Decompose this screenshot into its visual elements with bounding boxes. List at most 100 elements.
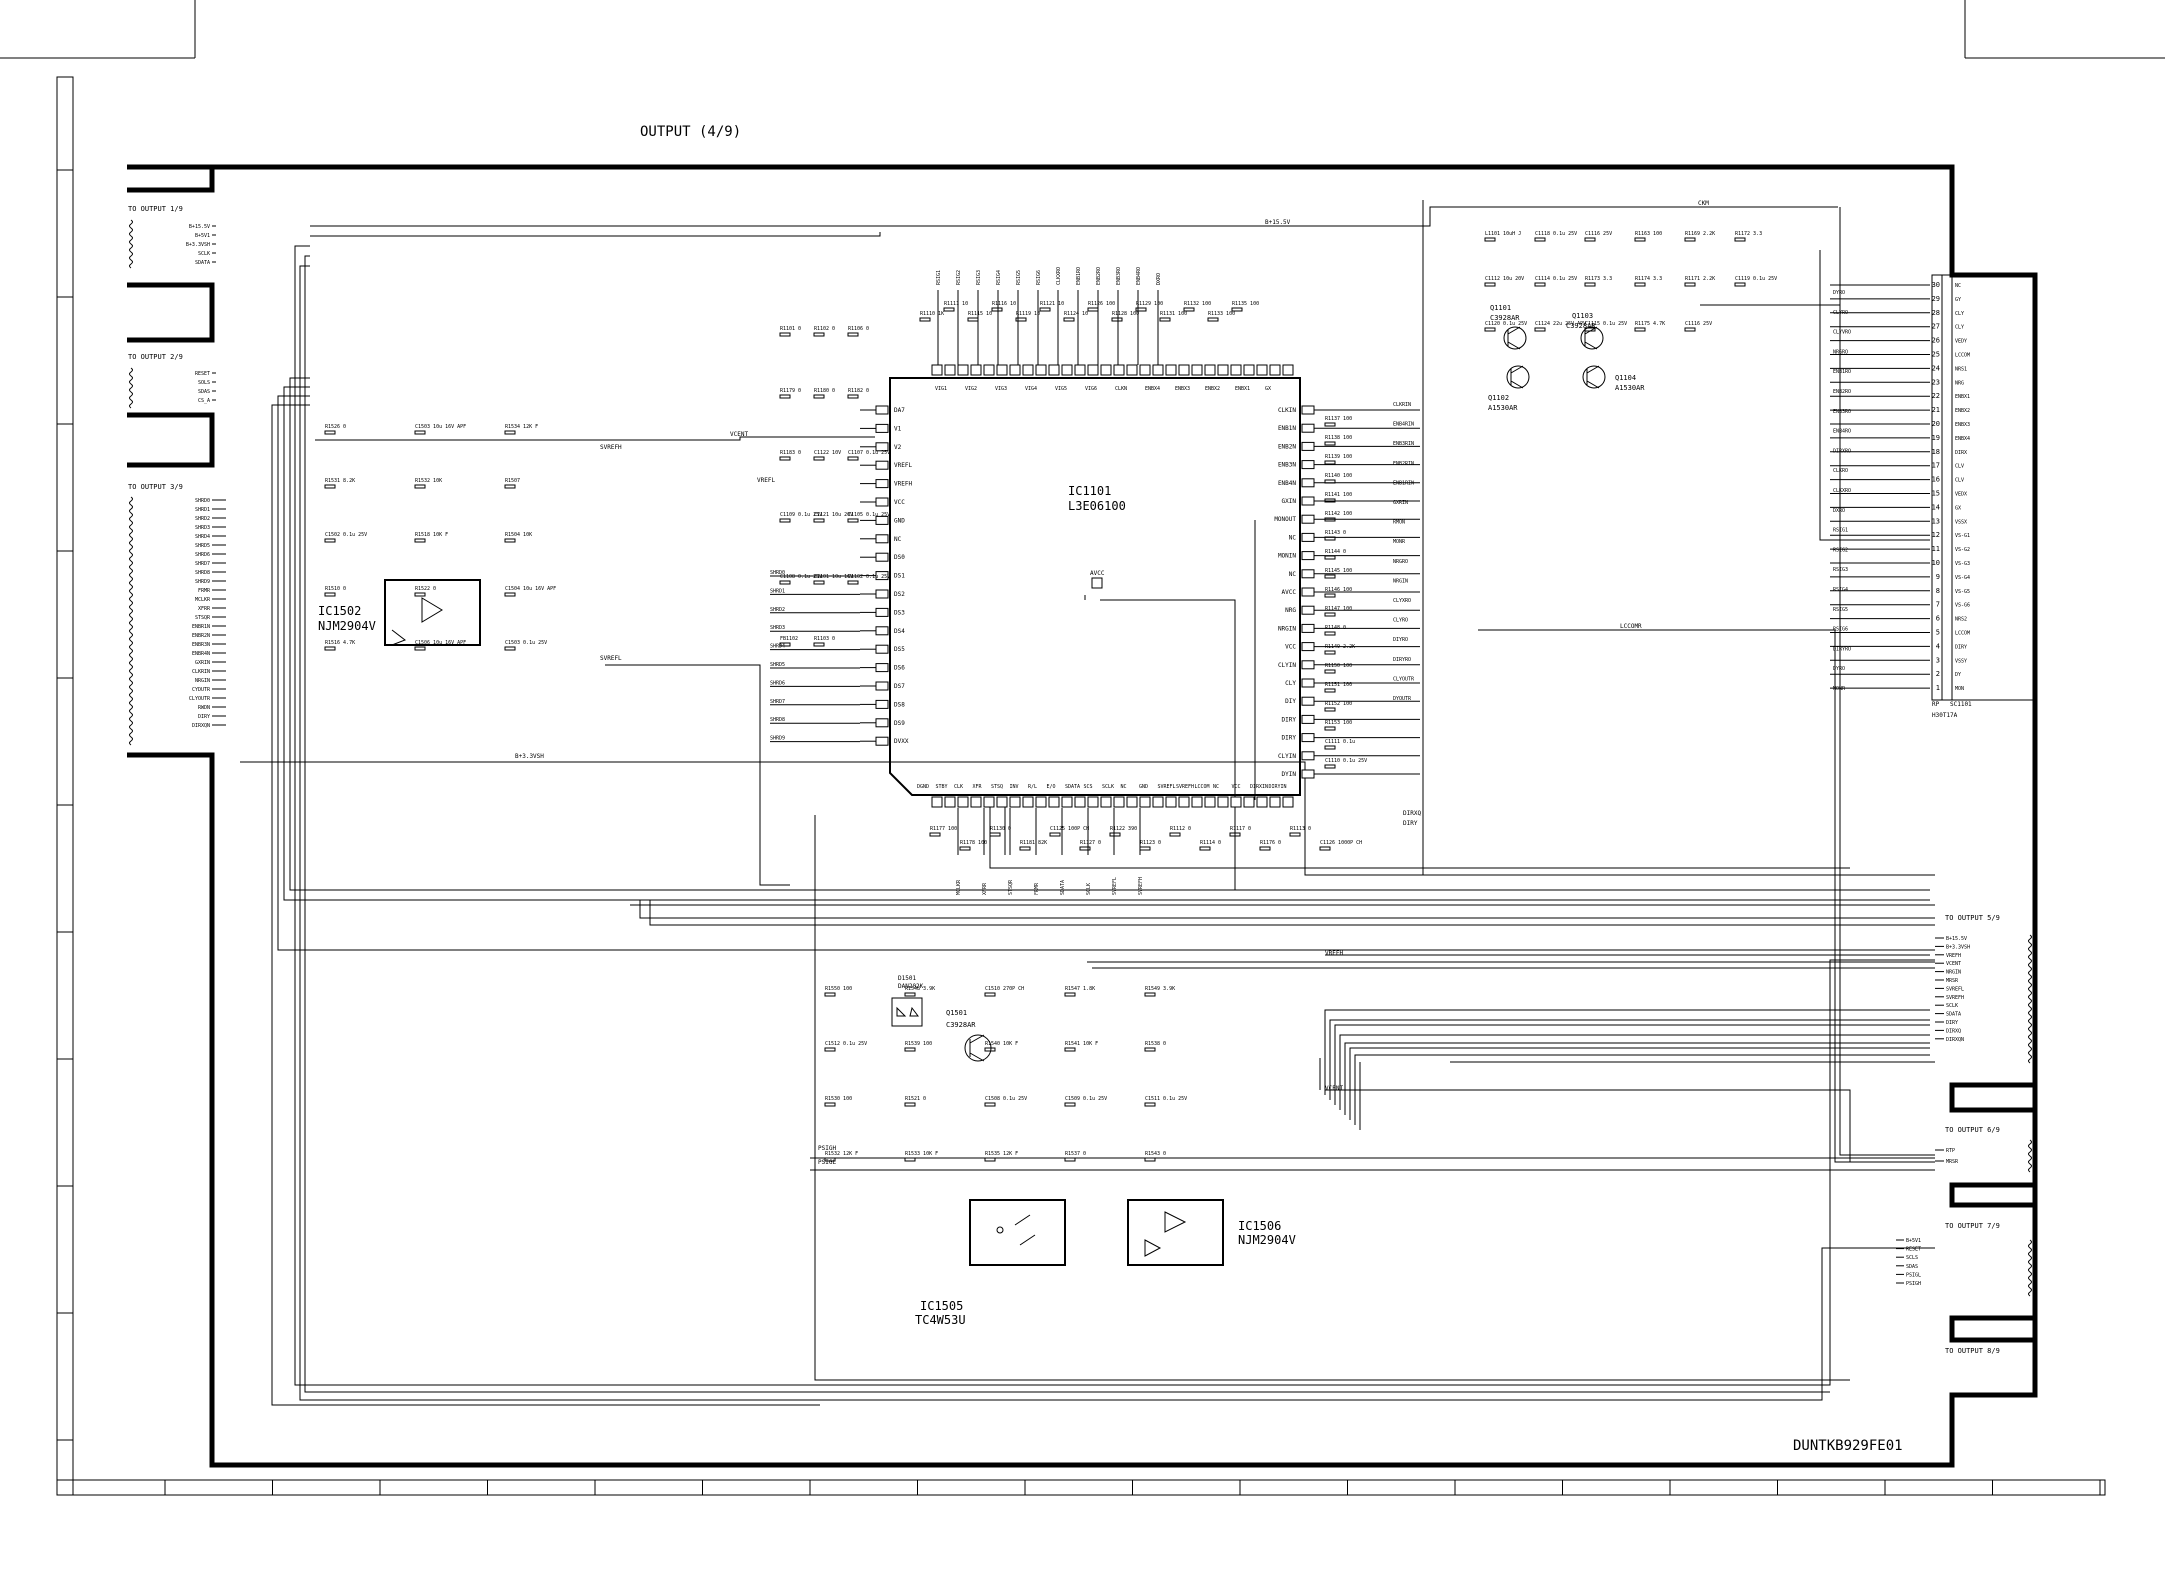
to-output-7-label: TO OUTPUT 7/9 [1945, 1222, 2000, 1230]
ic-part-label: R1128 100 [1112, 311, 1139, 317]
out5-signal-label: DIRY [1946, 1020, 1958, 1026]
left-part-label: C1503 10u 16V APF [415, 424, 466, 430]
q1501-part: C3928AR [946, 1021, 976, 1029]
out3-signal-label: SHRD7 [195, 561, 210, 567]
ic1101-left-pin: DS9 [894, 720, 905, 727]
net-psigh: PSIGH [818, 1145, 836, 1152]
ic1101-pin-box [1074, 364, 1086, 376]
ic1101-right-pin: GXIN [1282, 498, 1297, 505]
ic-part-label-symbol [779, 332, 791, 337]
ic1101-pin-box [1061, 796, 1073, 808]
ic-part-label: R1132 100 [1184, 301, 1211, 307]
sc-pin-number: 20 [1932, 420, 1940, 428]
out5-signal-label: SCLK [1946, 1003, 1958, 1009]
ic1101-pin-box [875, 736, 889, 746]
ic-part-label-symbol [1289, 832, 1301, 837]
left-part-label-symbol [414, 646, 426, 651]
ic1101-right-pin: AVCC [1282, 589, 1297, 596]
sc-pin-signal: VSSY [1955, 658, 1967, 664]
ic1101-bottom-pin: DGND [917, 784, 929, 790]
ic1505-part: TC4W53U [915, 1313, 966, 1327]
driver-part-label-symbol [1684, 282, 1696, 287]
ic-part-label-symbol [1324, 422, 1336, 427]
sc1101-rp: RP [1932, 701, 1940, 708]
out3-signal-label: CYDUTR [192, 687, 211, 693]
ic1101-top-pin: VIG1 [935, 386, 947, 392]
ic1101-pin-box [1126, 364, 1138, 376]
left-part-label-symbol [504, 646, 516, 651]
left-part-label-symbol [414, 592, 426, 597]
sc-pin-signal: NRG [1955, 380, 1964, 386]
ic-part-label-symbol [813, 642, 825, 647]
out1-signal-label: B+5V1 [195, 233, 210, 239]
ic1101-top-pin: VIG6 [1085, 386, 1097, 392]
ic1101-pin-box [1204, 796, 1216, 808]
net-b33: B+3.3VSH [515, 753, 544, 760]
sc-input-net: RSIG3 [1833, 567, 1848, 573]
out3-signal-label: SHRD6 [195, 552, 210, 558]
ic1101-right-net: ENB2RIN [1393, 461, 1414, 467]
sc1101-input-nets: DYROCLYROCLYVRONRGROENB1ROENB2ROENB3ROEN… [1833, 290, 1851, 692]
ic-part-label-symbol [1063, 317, 1075, 322]
ic-part-label-symbol [1324, 574, 1336, 579]
ic-part-label: R1142 100 [1325, 511, 1352, 517]
left-part-label: R1507 [505, 478, 520, 484]
board-notch-2 [127, 412, 215, 468]
out5-signal-label: SVREFL [1946, 986, 1964, 992]
ic-part-label-symbol [1324, 479, 1336, 484]
ic-part-label: C1121 10u 20V [814, 512, 853, 518]
out3-signal-label: SHRD4 [195, 534, 210, 540]
ic-part-label: R1126 100 [1088, 301, 1115, 307]
ic1506-chip: IC1506 NJM2904V [1127, 1199, 1296, 1266]
ic-part-label-symbol [847, 580, 859, 585]
ic-part-label: R1135 100 [1232, 301, 1259, 307]
sc-input-net: MONR [1833, 686, 1846, 692]
driver-part-label-symbol [1534, 237, 1546, 242]
sc-input-net: NRGRO [1833, 349, 1848, 355]
to-output-1-label: TO OUTPUT 1/9 [128, 205, 183, 213]
doc-code: DUNTKB929FE01 [1793, 1438, 1903, 1454]
sc-pin-number: 29 [1932, 295, 1940, 303]
bottom-part-label-symbol [824, 1157, 836, 1162]
out2-signal-label: CS_A [198, 398, 210, 404]
left-part-label: R1534 12K F [505, 424, 538, 430]
ic1101-pin-box [1061, 364, 1073, 376]
ic1101-pin-box [875, 405, 889, 415]
ic1101-pin-box [1301, 751, 1315, 761]
bottom-part-label-symbol [1064, 992, 1076, 997]
ic-part-label-symbol [813, 332, 825, 337]
ic1101-left-pin: DA7 [894, 407, 905, 414]
sc-input-net: DYRO [1833, 666, 1845, 672]
board-notch-r2 [1949, 1182, 2035, 1208]
ic-part-label: R1117 0 [1230, 826, 1251, 832]
to-output-5-label: TO OUTPUT 5/9 [1945, 914, 2000, 922]
left-part-label-symbol [324, 538, 336, 543]
ic1101-right-net: CLYRO [1393, 618, 1408, 624]
bottom-part-label: R1539 100 [905, 1041, 932, 1047]
ic1101-pin-box [1087, 364, 1099, 376]
driver-part-label-symbol [1734, 237, 1746, 242]
out5-signal-label: MRSR [1946, 978, 1959, 984]
driver-part-label: C1116 25V [1585, 231, 1612, 237]
left-part-label-symbol [324, 484, 336, 489]
driver-part-label-symbol [1734, 282, 1746, 287]
ic-part-label-symbol [1039, 307, 1051, 312]
left-part-label-symbol [324, 592, 336, 597]
ic1101-pin-box [931, 364, 943, 376]
ic1101-pin-box [875, 663, 889, 673]
ic-part-label: C1126 1000P CH [1320, 840, 1362, 846]
sc-pin-number: 4 [1936, 642, 1940, 650]
net-vcent-2: VCENT [1325, 1085, 1343, 1092]
ic1101-pin-box [1256, 796, 1268, 808]
ic-part-label: R1129 100 [1136, 301, 1163, 307]
ic1502-ref: IC1502 [318, 604, 361, 618]
out3-signal-label: CLKRIN [192, 669, 210, 675]
sc-pin-signal: DIRX [1955, 450, 1967, 456]
board-notch-1a [127, 167, 215, 193]
ic-part-label-symbol [1135, 307, 1147, 312]
ic-part-label: R1145 100 [1325, 568, 1352, 574]
sc-pin-number: 18 [1932, 448, 1940, 456]
